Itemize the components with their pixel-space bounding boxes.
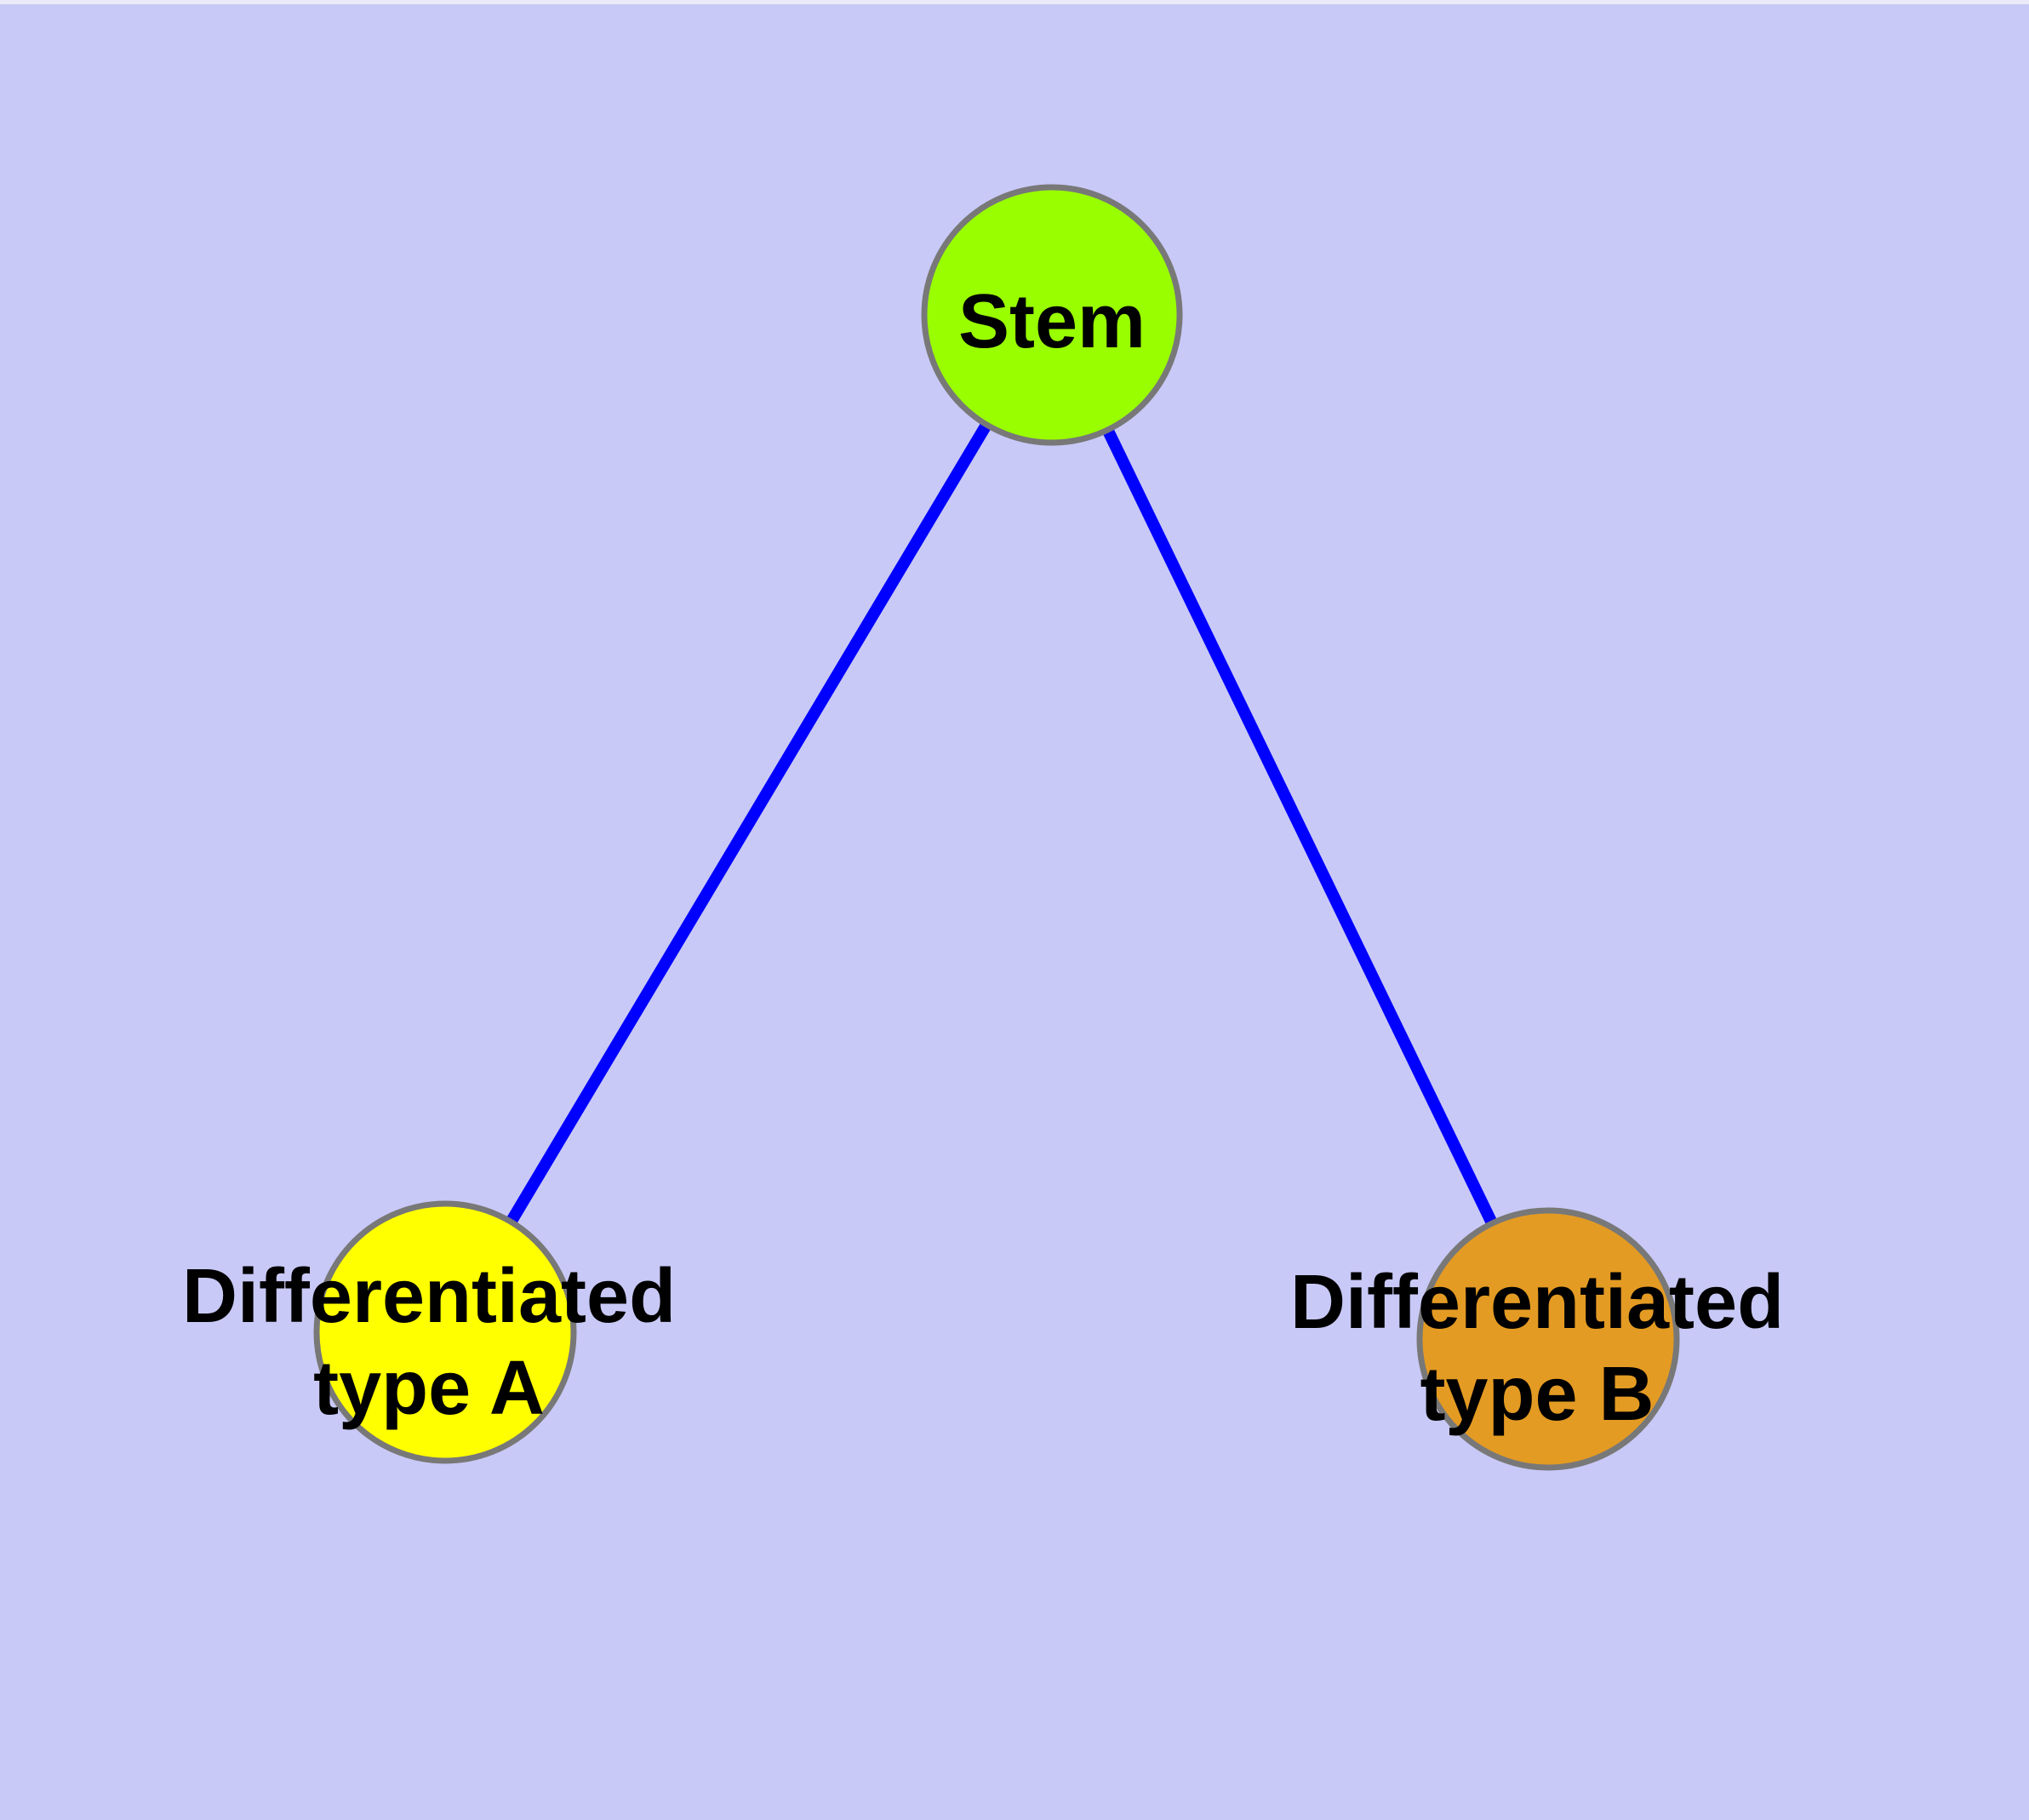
edge-stem-to-type-b bbox=[1046, 312, 1554, 1342]
node-type-b-label: Differentiated type B bbox=[1289, 1260, 1785, 1437]
edge-stem-to-type-a bbox=[439, 312, 1058, 1336]
top-edge-highlight bbox=[0, 0, 2029, 4]
node-type-a-circle bbox=[313, 1200, 577, 1464]
node-stem-circle bbox=[921, 184, 1183, 446]
node-type-a-label: Differentiated type A bbox=[181, 1254, 677, 1431]
node-type-b-circle bbox=[1416, 1207, 1680, 1471]
node-stem-label: Stem bbox=[957, 279, 1146, 364]
